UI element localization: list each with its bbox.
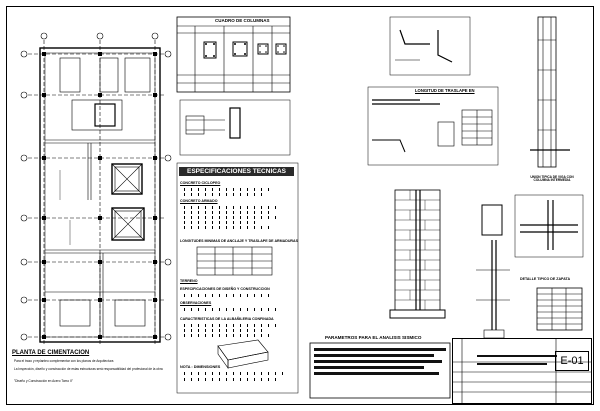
footing-table <box>536 287 583 331</box>
title-block: E-01 <box>452 338 592 404</box>
beam-detail <box>179 99 291 156</box>
union-viga-label: UNION TIPICA DE VIGA CON COLUMNA INTERME… <box>530 175 574 183</box>
column-footing-detail <box>476 204 510 339</box>
plan-note-2: La Inspección, diseño y construcción de … <box>14 367 163 371</box>
specs-diseno: ESPECIFICACIONES DE DISEÑO Y CONSTRUCCIO… <box>180 287 270 291</box>
foundation-plan <box>20 32 172 345</box>
specs-text-line <box>184 378 279 381</box>
column-elevation <box>530 16 570 168</box>
seismic-row <box>314 348 446 351</box>
specs-terreno: TERRENO <box>180 279 198 283</box>
specs-text-line <box>184 216 276 219</box>
beam-column-joint <box>514 194 584 258</box>
titleblock-lines <box>452 338 592 404</box>
specs-text-line <box>184 226 269 229</box>
seismic-row <box>314 366 424 369</box>
specs-text-line <box>184 329 264 332</box>
specs-text-line <box>184 324 276 327</box>
specs-frame <box>176 162 299 394</box>
plan-note-1: Para el trazo y replanteo complementar c… <box>14 359 114 363</box>
columns-title: CUADRO DE COLUMNAS <box>215 18 270 23</box>
specs-text-line <box>184 193 264 196</box>
seismic-row <box>314 372 439 375</box>
specs-text-line <box>184 221 259 224</box>
specs-text-line <box>184 372 284 375</box>
titleblock-line <box>477 363 547 365</box>
masonry-wall-detail <box>389 189 446 319</box>
specs-text-line <box>184 308 279 311</box>
specs-nota: NOTA : DIMENSIONES <box>180 365 221 369</box>
specs-text-line <box>184 294 274 297</box>
seismic-row <box>314 360 442 363</box>
seismic-frame <box>309 342 451 399</box>
specs-albanileria: CARACTERISTICAS DE LA ALBAÑILERIA CONFIN… <box>180 317 274 321</box>
column-schedule <box>176 16 291 93</box>
specs-title: ESPECIFICACIONES TECNICAS <box>179 167 294 176</box>
specs-longitudes: LONGITUDES MINIMAS DE ANCLAJE Y TRASLAPE… <box>180 239 299 243</box>
sheet-number: E-01 <box>555 351 589 371</box>
hook-detail <box>389 16 471 76</box>
seismic-title: PARAMETROS PARA EL ANALISIS SISMICO <box>325 335 422 340</box>
specs-text-line <box>184 334 272 337</box>
specs-text-line <box>184 211 272 214</box>
lap-title: LONGITUD DE TRASLAPE EN <box>415 88 475 93</box>
specs-concreto-armado: CONCRETO ARMADO <box>180 199 218 203</box>
specs-concreto: CONCRETO CICLOPEO <box>180 181 221 185</box>
specs-text-line <box>184 188 274 191</box>
specs-observaciones: OBSERVACIONES <box>180 301 212 305</box>
titleblock-line <box>477 355 557 357</box>
lap-splice-detail <box>367 86 499 166</box>
plan-note-3: "Diseño y Construcción en Acero Tomo II" <box>14 379 73 383</box>
plan-title: PLANTA DE CIMENTACION <box>12 350 90 356</box>
specs-text-line <box>184 206 279 209</box>
zapata-label: DETALLE TIPICO DE ZAPATA <box>520 277 571 281</box>
seismic-row <box>314 354 434 357</box>
